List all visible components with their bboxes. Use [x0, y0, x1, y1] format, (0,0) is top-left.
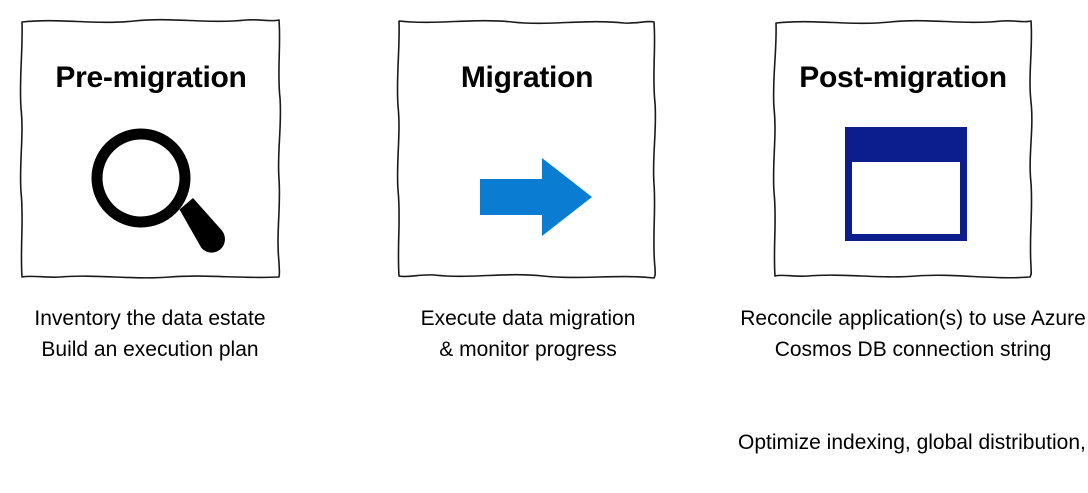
caption-line: Optimize indexing, global distribution, …: [738, 431, 1088, 454]
caption-line: Inventory the data estate: [34, 307, 266, 330]
caption-post-migration: Reconcile application(s) to use Azure Co…: [738, 303, 1088, 365]
magnifier-icon: [86, 124, 228, 256]
panel-title-post-migration: Post-migration: [799, 61, 1007, 94]
caption-line: & monitor progress: [439, 338, 617, 361]
caption-line: Reconcile application(s) to use Azure Co…: [740, 307, 1086, 361]
panel-box-post-migration: [770, 16, 1035, 281]
panel-title-migration: Migration: [460, 61, 594, 94]
application-window-icon: [845, 127, 967, 241]
right-arrow-icon: [480, 158, 592, 236]
panel-box-pre-migration: [18, 16, 283, 281]
sketch-border-path: [772, 19, 1033, 279]
panel-box-migration: [394, 16, 659, 281]
caption-post-migration-secondary: Optimize indexing, global distribution, …: [738, 427, 1088, 458]
caption-migration: Execute data migration & monitor progres…: [378, 303, 678, 365]
panel-title-pre-migration: Pre-migration: [55, 61, 247, 94]
caption-line: Build an execution plan: [41, 338, 259, 361]
caption-line: Execute data migration: [420, 307, 636, 330]
sketch-border-path: [396, 19, 657, 279]
caption-pre-migration: Inventory the data estate Build an execu…: [0, 303, 300, 365]
sketch-border-path: [19, 18, 282, 279]
